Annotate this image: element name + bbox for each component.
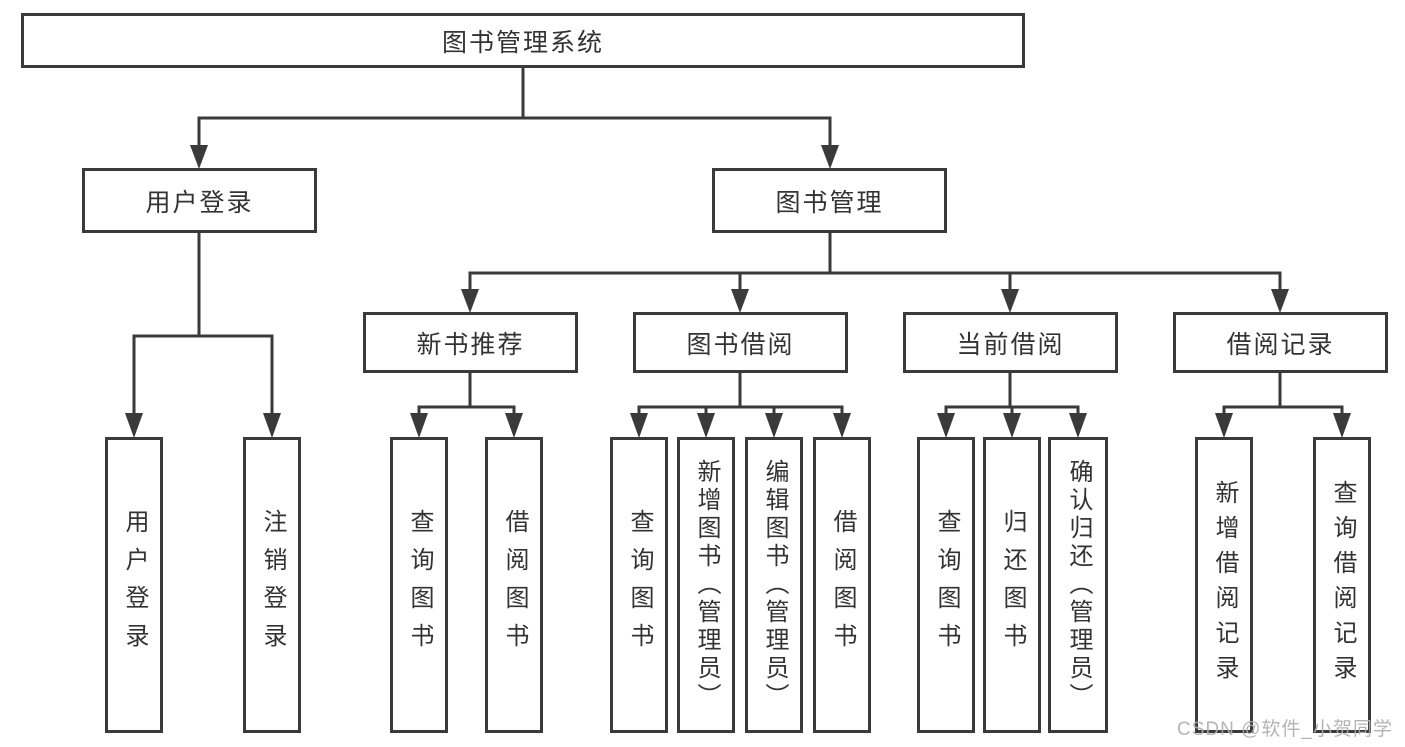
- node-label: 归还图书: [999, 509, 1026, 661]
- node-leaf-return-book: 归还图书: [983, 437, 1041, 733]
- node-leaf-borrow-books: 借阅图书: [813, 437, 871, 733]
- node-label: 注销登录: [259, 509, 286, 661]
- node-label: 新书推荐: [416, 330, 525, 359]
- node-label: 用户登录: [121, 509, 148, 661]
- connector-new-book-recommend-children: [410, 373, 523, 438]
- node-label: 查询图书: [406, 509, 433, 661]
- node-leaf-query-books-recommend: 查询图书: [390, 437, 448, 733]
- node-leaf-query-borrow-record: 查询借阅记录: [1313, 437, 1371, 733]
- connector-borrow-records-children: [1215, 373, 1351, 438]
- node-leaf-query-books-current: 查询图书: [917, 437, 975, 733]
- node-label: 图书管理系统: [441, 28, 604, 57]
- node-borrow-records: 借阅记录: [1173, 312, 1388, 373]
- node-label: 编辑图书（管理员）: [761, 459, 788, 711]
- connector-book-borrow-children: [630, 373, 851, 438]
- node-leaf-add-book-admin: 新增图书（管理员）: [677, 437, 735, 733]
- node-book-borrow: 图书借阅: [633, 312, 848, 373]
- node-label: 查询借阅记录: [1329, 480, 1356, 690]
- node-label: 当前借阅: [956, 330, 1065, 359]
- node-user-login: 用户登录: [82, 168, 317, 233]
- node-label: 查询图书: [626, 509, 653, 661]
- node-library-management-system: 图书管理系统: [21, 13, 1025, 68]
- node-leaf-borrow-books-recommend: 借阅图书: [485, 437, 543, 733]
- node-label: 图书管理: [775, 188, 884, 217]
- node-leaf-query-books-borrow: 查询图书: [610, 437, 668, 733]
- node-leaf-confirm-return-admin: 确认归还（管理员）: [1048, 437, 1108, 733]
- connector-book-management-children: [461, 233, 1289, 313]
- node-leaf-add-borrow-record: 新增借阅记录: [1195, 437, 1253, 733]
- node-label: 借阅图书: [501, 509, 528, 661]
- connector-root-to-level1: [190, 68, 839, 169]
- csdn-watermark: CSDN @软件_小贺同学: [1177, 719, 1393, 740]
- node-new-book-recommend: 新书推荐: [363, 312, 578, 373]
- node-label: 新增借阅记录: [1211, 480, 1238, 690]
- connector-current-borrow-children: [937, 373, 1087, 438]
- node-label: 确认归还（管理员）: [1065, 459, 1092, 711]
- node-label: 图书借阅: [686, 330, 795, 359]
- node-leaf-logout: 注销登录: [243, 437, 301, 733]
- node-label: 用户登录: [145, 188, 254, 217]
- node-label: 新增图书（管理员）: [693, 459, 720, 711]
- node-leaf-edit-book-admin: 编辑图书（管理员）: [745, 437, 803, 733]
- node-label: 借阅记录: [1226, 330, 1335, 359]
- node-label: 借阅图书: [829, 509, 856, 661]
- node-book-management: 图书管理: [712, 168, 947, 233]
- node-label: 查询图书: [933, 509, 960, 661]
- node-current-borrow: 当前借阅: [903, 312, 1118, 373]
- connector-user-login-children: [125, 233, 281, 438]
- node-leaf-user-login: 用户登录: [105, 437, 163, 733]
